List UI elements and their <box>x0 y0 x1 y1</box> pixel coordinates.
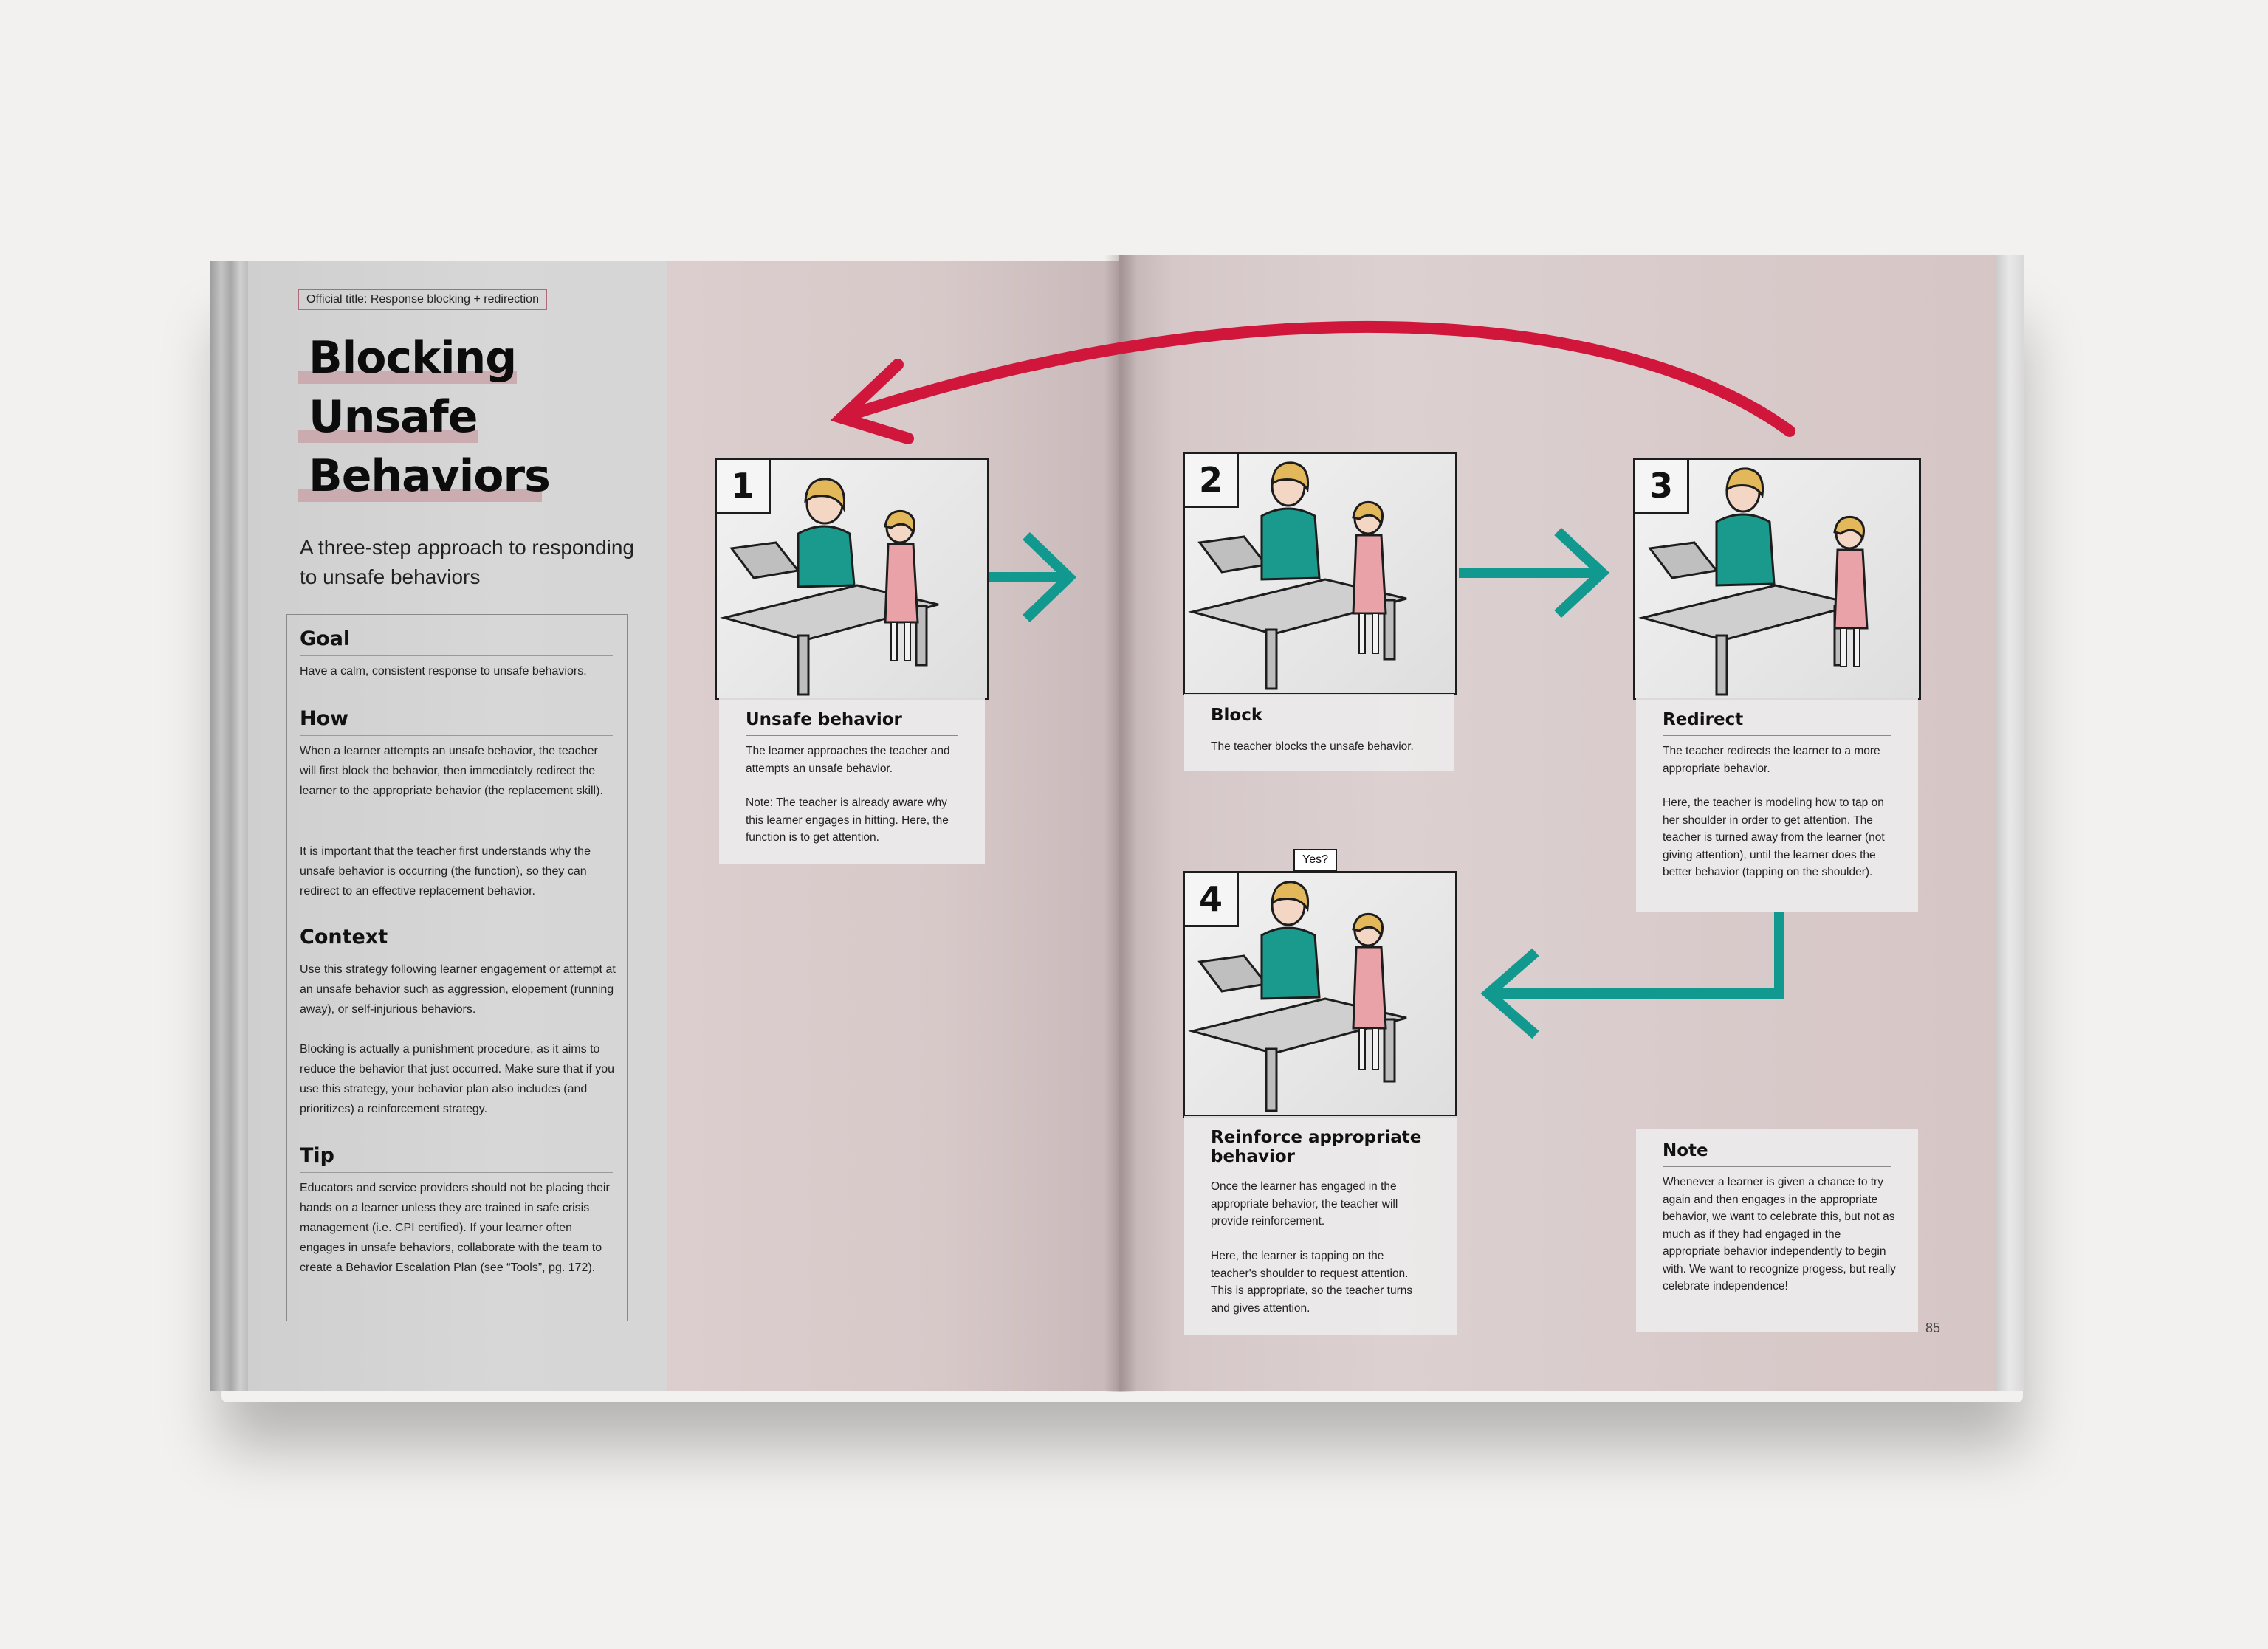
official-title-tag: Official title: Response blocking + redi… <box>298 289 547 310</box>
step-3-caption: Redirect The teacher redirects the learn… <box>1636 698 1918 912</box>
step-2-illustration: 2 <box>1183 452 1457 695</box>
title-highlight <box>298 430 478 443</box>
teal-arrowhead <box>1554 527 1610 619</box>
step-3-title: Redirect <box>1663 710 1744 729</box>
teacher-learner-scene-3 <box>1638 467 1869 696</box>
how-heading: How <box>300 707 349 730</box>
speech-bubble: Yes? <box>1293 849 1337 871</box>
page-subtitle: A three-step approach to responding to u… <box>300 536 634 588</box>
teal-arrowhead <box>1023 531 1077 623</box>
step-2-title: Block <box>1211 706 1263 725</box>
teal-arrow-3-to-4 <box>1491 912 1784 999</box>
step-1-caption: Unsafe behavior The learner approaches t… <box>719 698 985 864</box>
caption-rule <box>1663 1166 1891 1167</box>
teacher-learner-scene-4 <box>1188 881 1407 1112</box>
step-4-text-2: Here, the learner is tapping on the teac… <box>1211 1250 1413 1315</box>
step-4-illustration: 4 <box>1183 871 1457 1118</box>
note-text: Whenever a learner is given a chance to … <box>1663 1176 1896 1292</box>
section-rule <box>300 735 613 736</box>
step-4-text-1: Once the learner has engaged in the appr… <box>1211 1180 1398 1228</box>
right-page-edges <box>1995 255 2024 1391</box>
caption-rule <box>1663 735 1891 736</box>
note-heading: Note <box>1663 1141 1708 1160</box>
red-return-arrow <box>836 320 1796 437</box>
title-highlight <box>298 371 517 384</box>
step-2-caption: Block The teacher blocks the unsafe beha… <box>1184 694 1454 771</box>
caption-rule <box>746 735 958 736</box>
tip-heading: Tip <box>300 1144 334 1167</box>
step-number-badge: 3 <box>1635 460 1689 514</box>
red-arrowhead <box>830 359 914 444</box>
step-1-illustration: 1 <box>715 458 989 700</box>
page-number: 85 <box>1925 1321 1941 1335</box>
context-text-2: Blocking is actually a punishment proced… <box>300 1043 615 1115</box>
info-box <box>286 614 628 1321</box>
teal-arrowhead <box>1480 948 1539 1039</box>
step-number-badge: 4 <box>1185 873 1239 927</box>
teacher-learner-scene-1 <box>720 478 939 696</box>
page-title-line-1: Blocking <box>309 332 517 384</box>
step-2-text: The teacher blocks the unsafe behavior. <box>1211 740 1414 753</box>
step-number-badge: 2 <box>1185 454 1239 508</box>
how-text-2: It is important that the teacher first u… <box>300 845 591 898</box>
title-highlight <box>298 489 542 502</box>
step-3-text-2: Here, the teacher is modeling how to tap… <box>1663 796 1885 878</box>
goal-heading: Goal <box>300 627 351 650</box>
book-gutter <box>1104 255 1137 1392</box>
section-rule <box>300 1172 613 1173</box>
step-number-badge: 1 <box>717 460 771 514</box>
tip-text: Educators and service providers should n… <box>300 1182 610 1274</box>
step-3-text-1: The teacher redirects the learner to a m… <box>1663 745 1880 775</box>
context-text-1: Use this strategy following learner enga… <box>300 963 616 1016</box>
context-heading: Context <box>300 926 388 949</box>
page-title-line-3: Behaviors <box>309 450 551 502</box>
left-page-edges <box>210 261 248 1391</box>
step-4-caption: Reinforce appropriate behavior Once the … <box>1184 1116 1457 1335</box>
page-title-line-2: Unsafe <box>309 391 478 443</box>
teacher-learner-scene-2 <box>1188 461 1407 690</box>
goal-text: Have a calm, consistent response to unsa… <box>300 665 587 678</box>
note-box: Note Whenever a learner is given a chanc… <box>1636 1129 1918 1332</box>
step-4-title: Reinforce appropriate behavior <box>1211 1128 1422 1166</box>
step-3-illustration: 3 <box>1633 458 1921 700</box>
how-text-1: When a learner attempts an unsafe behavi… <box>300 745 603 797</box>
step-1-text-1: The learner approaches the teacher and a… <box>746 745 950 775</box>
section-rule <box>300 655 613 656</box>
step-1-text-2: Note: The teacher is already aware why t… <box>746 796 949 844</box>
step-1-title: Unsafe behavior <box>746 710 902 729</box>
